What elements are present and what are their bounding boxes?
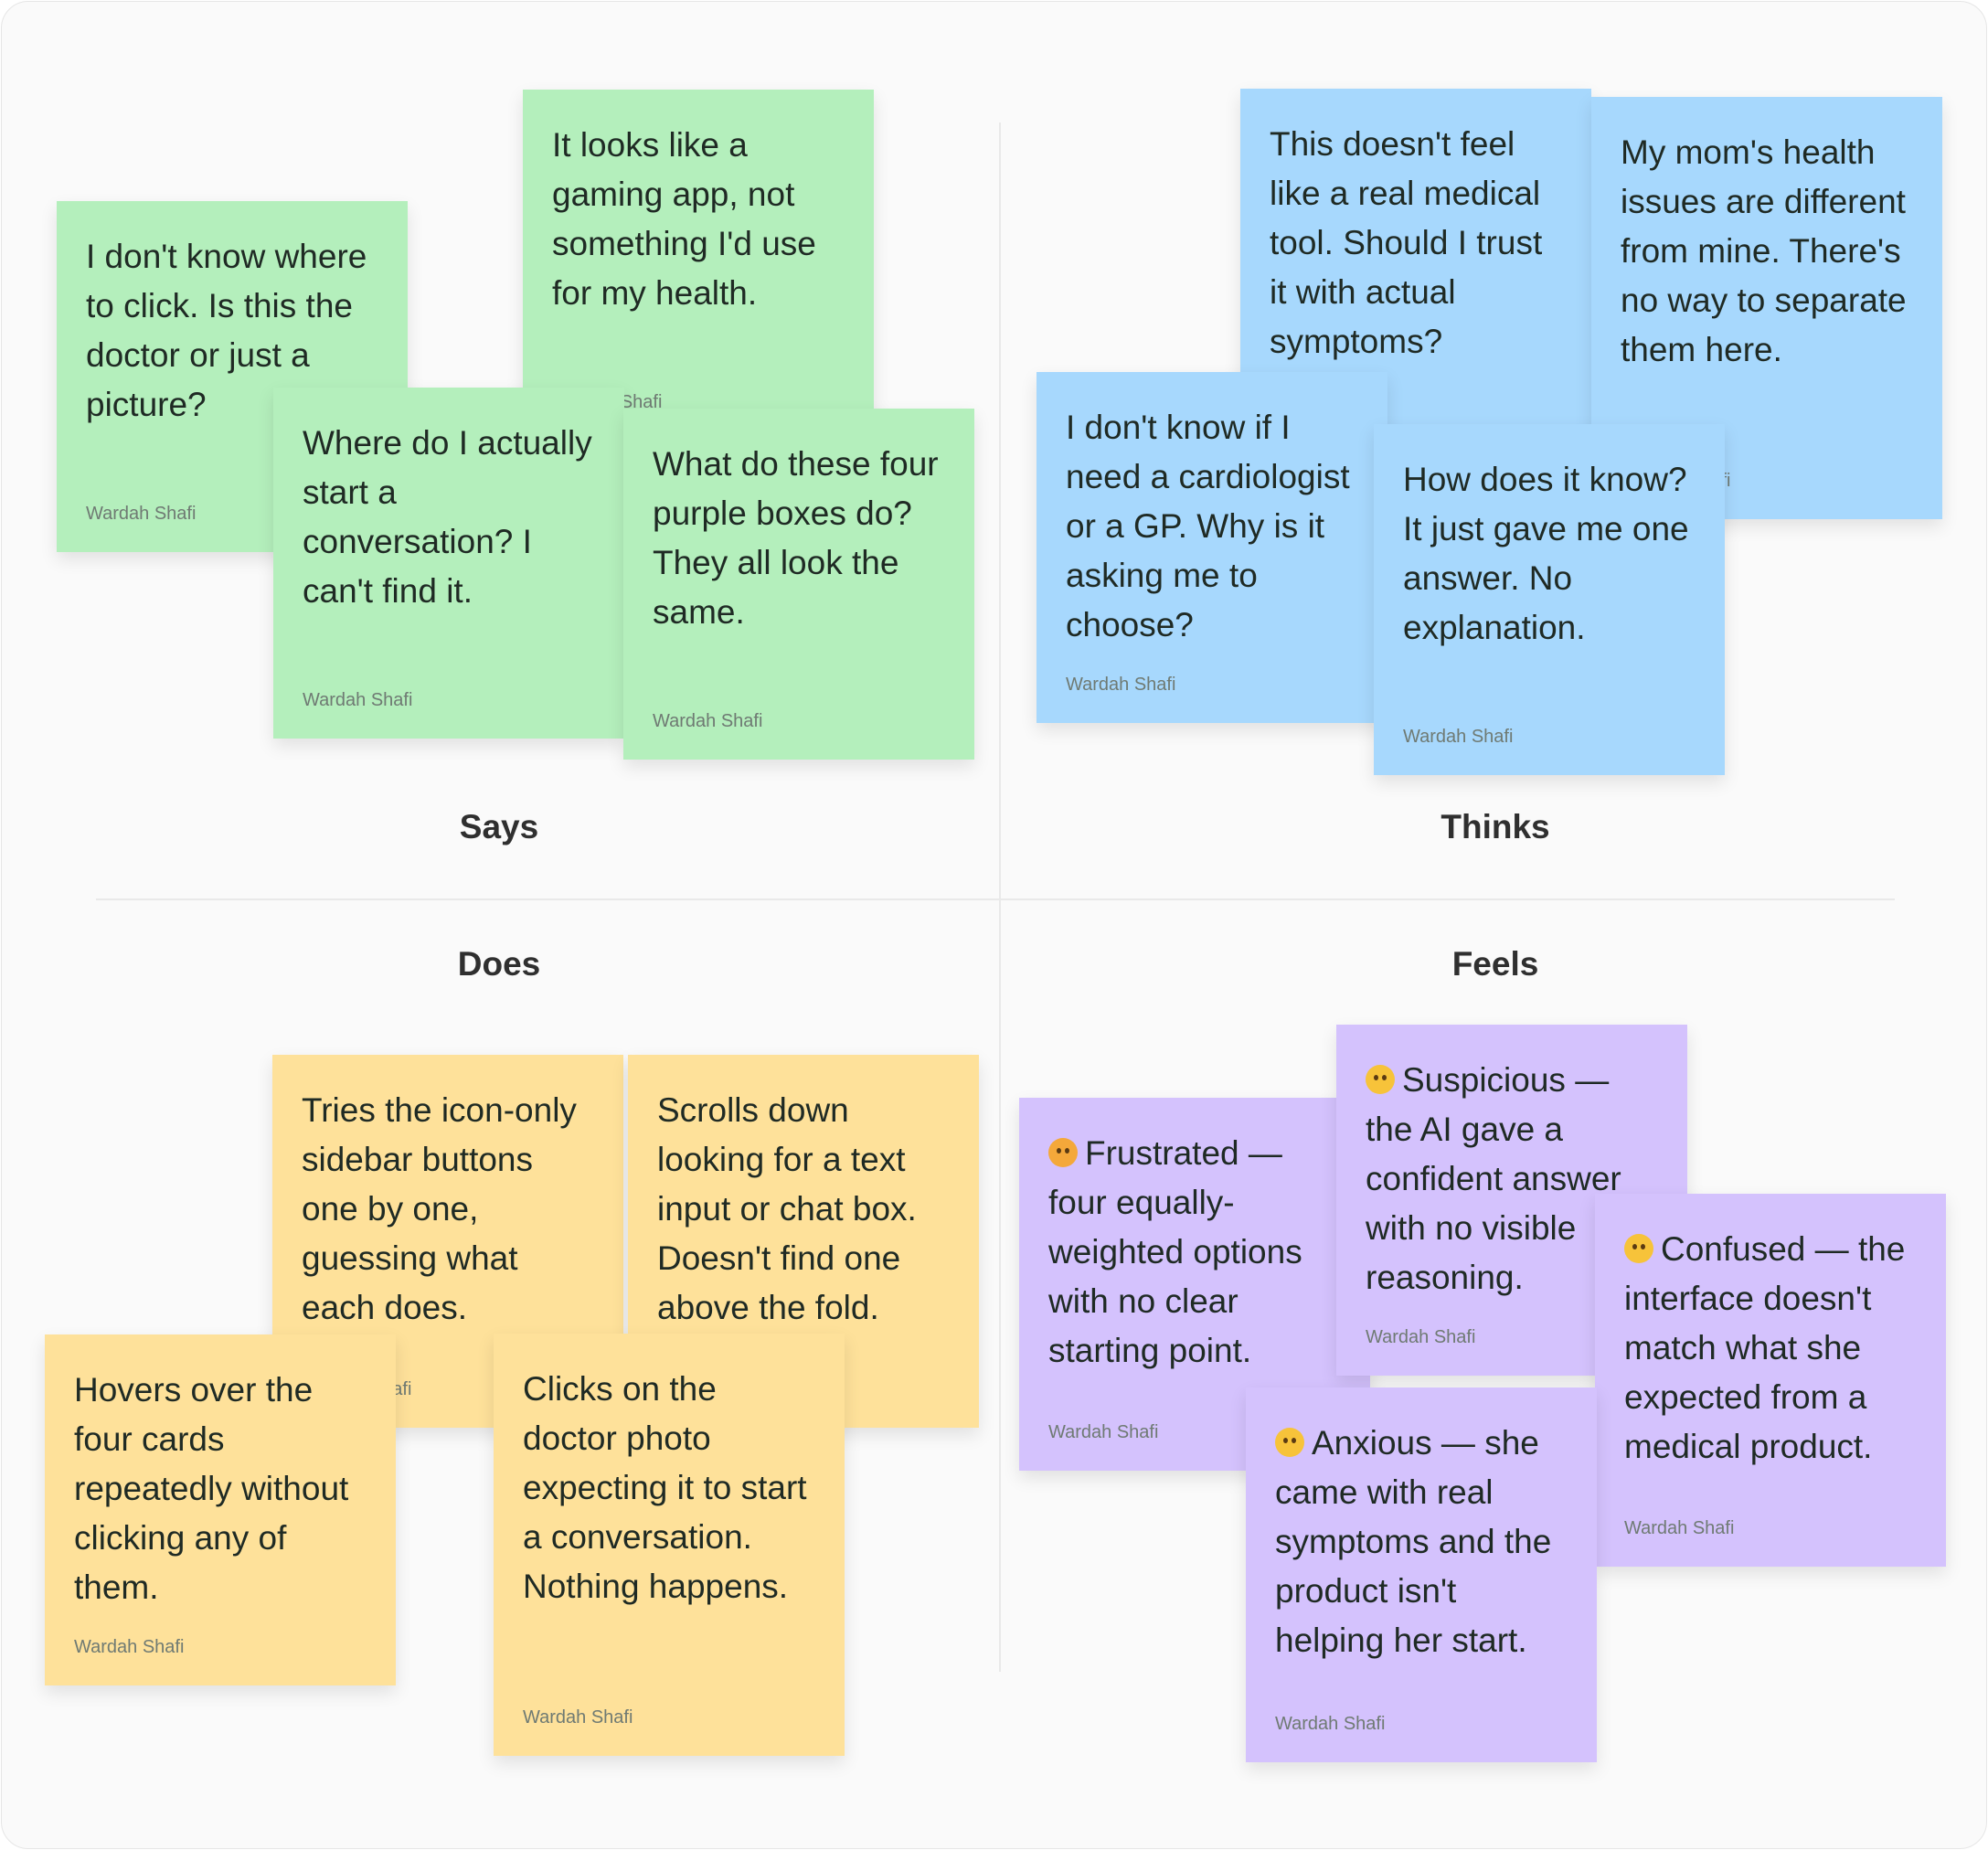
sticky-note-does-4[interactable]: Clicks on the doctor photo expecting it … bbox=[494, 1334, 845, 1756]
note-text: Hovers over the four cards repeatedly wi… bbox=[74, 1371, 349, 1606]
quadrant-label-says: Says bbox=[459, 808, 539, 845]
sticky-note-thinks-3[interactable]: I don't know if I need a cardiologist or… bbox=[1037, 372, 1387, 723]
sticky-note-says-1[interactable]: I don't know where to click. Is this the… bbox=[57, 201, 408, 552]
note-author: Wardah Shafi bbox=[86, 504, 197, 524]
note-text: Confused — the interface doesn't match w… bbox=[1624, 1230, 1906, 1465]
note-author: Wardah Shafi bbox=[653, 711, 763, 731]
note-text: Clicks on the doctor photo expecting it … bbox=[523, 1370, 807, 1605]
note-text: Scrolls down looking for a text input or… bbox=[657, 1091, 917, 1326]
worried-face-icon bbox=[1275, 1428, 1304, 1457]
quadrant-label-thinks: Thinks bbox=[1441, 808, 1550, 845]
note-author: Wardah Shafi bbox=[1403, 727, 1514, 747]
note-author: Wardah Shafi bbox=[1275, 1714, 1386, 1734]
note-author: Wardah Shafi bbox=[1624, 1518, 1735, 1538]
sticky-note-says-2[interactable]: It looks like a gaming app, not somethin… bbox=[523, 90, 874, 441]
confused-face-icon bbox=[1624, 1234, 1653, 1263]
note-text: My mom's health issues are different fro… bbox=[1621, 133, 1907, 368]
note-text: It looks like a gaming app, not somethin… bbox=[552, 126, 816, 312]
raised-eyebrow-face-icon bbox=[1366, 1065, 1395, 1094]
sticky-note-feels-3[interactable]: Confused — the interface doesn't match w… bbox=[1595, 1194, 1946, 1567]
note-text: Tries the icon-only sidebar buttons one … bbox=[302, 1091, 577, 1326]
sticky-note-says-4[interactable]: What do these four purple boxes do? They… bbox=[623, 409, 974, 760]
note-text: Frustrated — four equally-weighted optio… bbox=[1048, 1134, 1302, 1369]
sticky-note-says-3[interactable]: Where do I actually start a conversation… bbox=[273, 388, 624, 739]
quadrant-label-does: Does bbox=[457, 945, 541, 983]
sticky-note-does-1[interactable]: Tries the icon-only sidebar buttons one … bbox=[272, 1055, 623, 1428]
note-text: What do these four purple boxes do? They… bbox=[653, 445, 939, 631]
sticky-note-thinks-1[interactable]: This doesn't feel like a real medical to… bbox=[1240, 89, 1591, 440]
note-text: I don't know where to click. Is this the… bbox=[86, 238, 367, 423]
vertical-divider bbox=[999, 122, 1001, 1672]
note-text: I don't know if I need a cardiologist or… bbox=[1066, 409, 1350, 643]
note-author: Wardah Shafi bbox=[1048, 1422, 1159, 1442]
note-author: Wardah Shafi bbox=[74, 1637, 185, 1657]
note-text: How does it know? It just gave me one an… bbox=[1403, 461, 1689, 646]
note-author: Wardah Shafi bbox=[1066, 675, 1176, 695]
sticky-note-feels-4[interactable]: Anxious — she came with real symptoms an… bbox=[1246, 1388, 1597, 1762]
note-text: Anxious — she came with real symptoms an… bbox=[1275, 1424, 1552, 1659]
note-author: Wardah Shafi bbox=[1366, 1327, 1476, 1347]
sticky-note-feels-1[interactable]: Frustrated — four equally-weighted optio… bbox=[1019, 1098, 1370, 1471]
note-text: Where do I actually start a conversation… bbox=[303, 424, 592, 610]
sticky-note-does-3[interactable]: Hovers over the four cards repeatedly wi… bbox=[45, 1334, 396, 1685]
angry-face-icon bbox=[1048, 1138, 1078, 1167]
note-author: Wardah Shafi bbox=[303, 690, 413, 710]
note-text: Suspicious — the AI gave a confident ans… bbox=[1366, 1061, 1621, 1296]
sticky-note-thinks-4[interactable]: How does it know? It just gave me one an… bbox=[1374, 424, 1725, 775]
quadrant-label-feels: Feels bbox=[1451, 945, 1539, 983]
horizontal-divider bbox=[96, 898, 1895, 900]
note-text: This doesn't feel like a real medical to… bbox=[1270, 125, 1543, 360]
note-author: Wardah Shafi bbox=[523, 1707, 633, 1728]
